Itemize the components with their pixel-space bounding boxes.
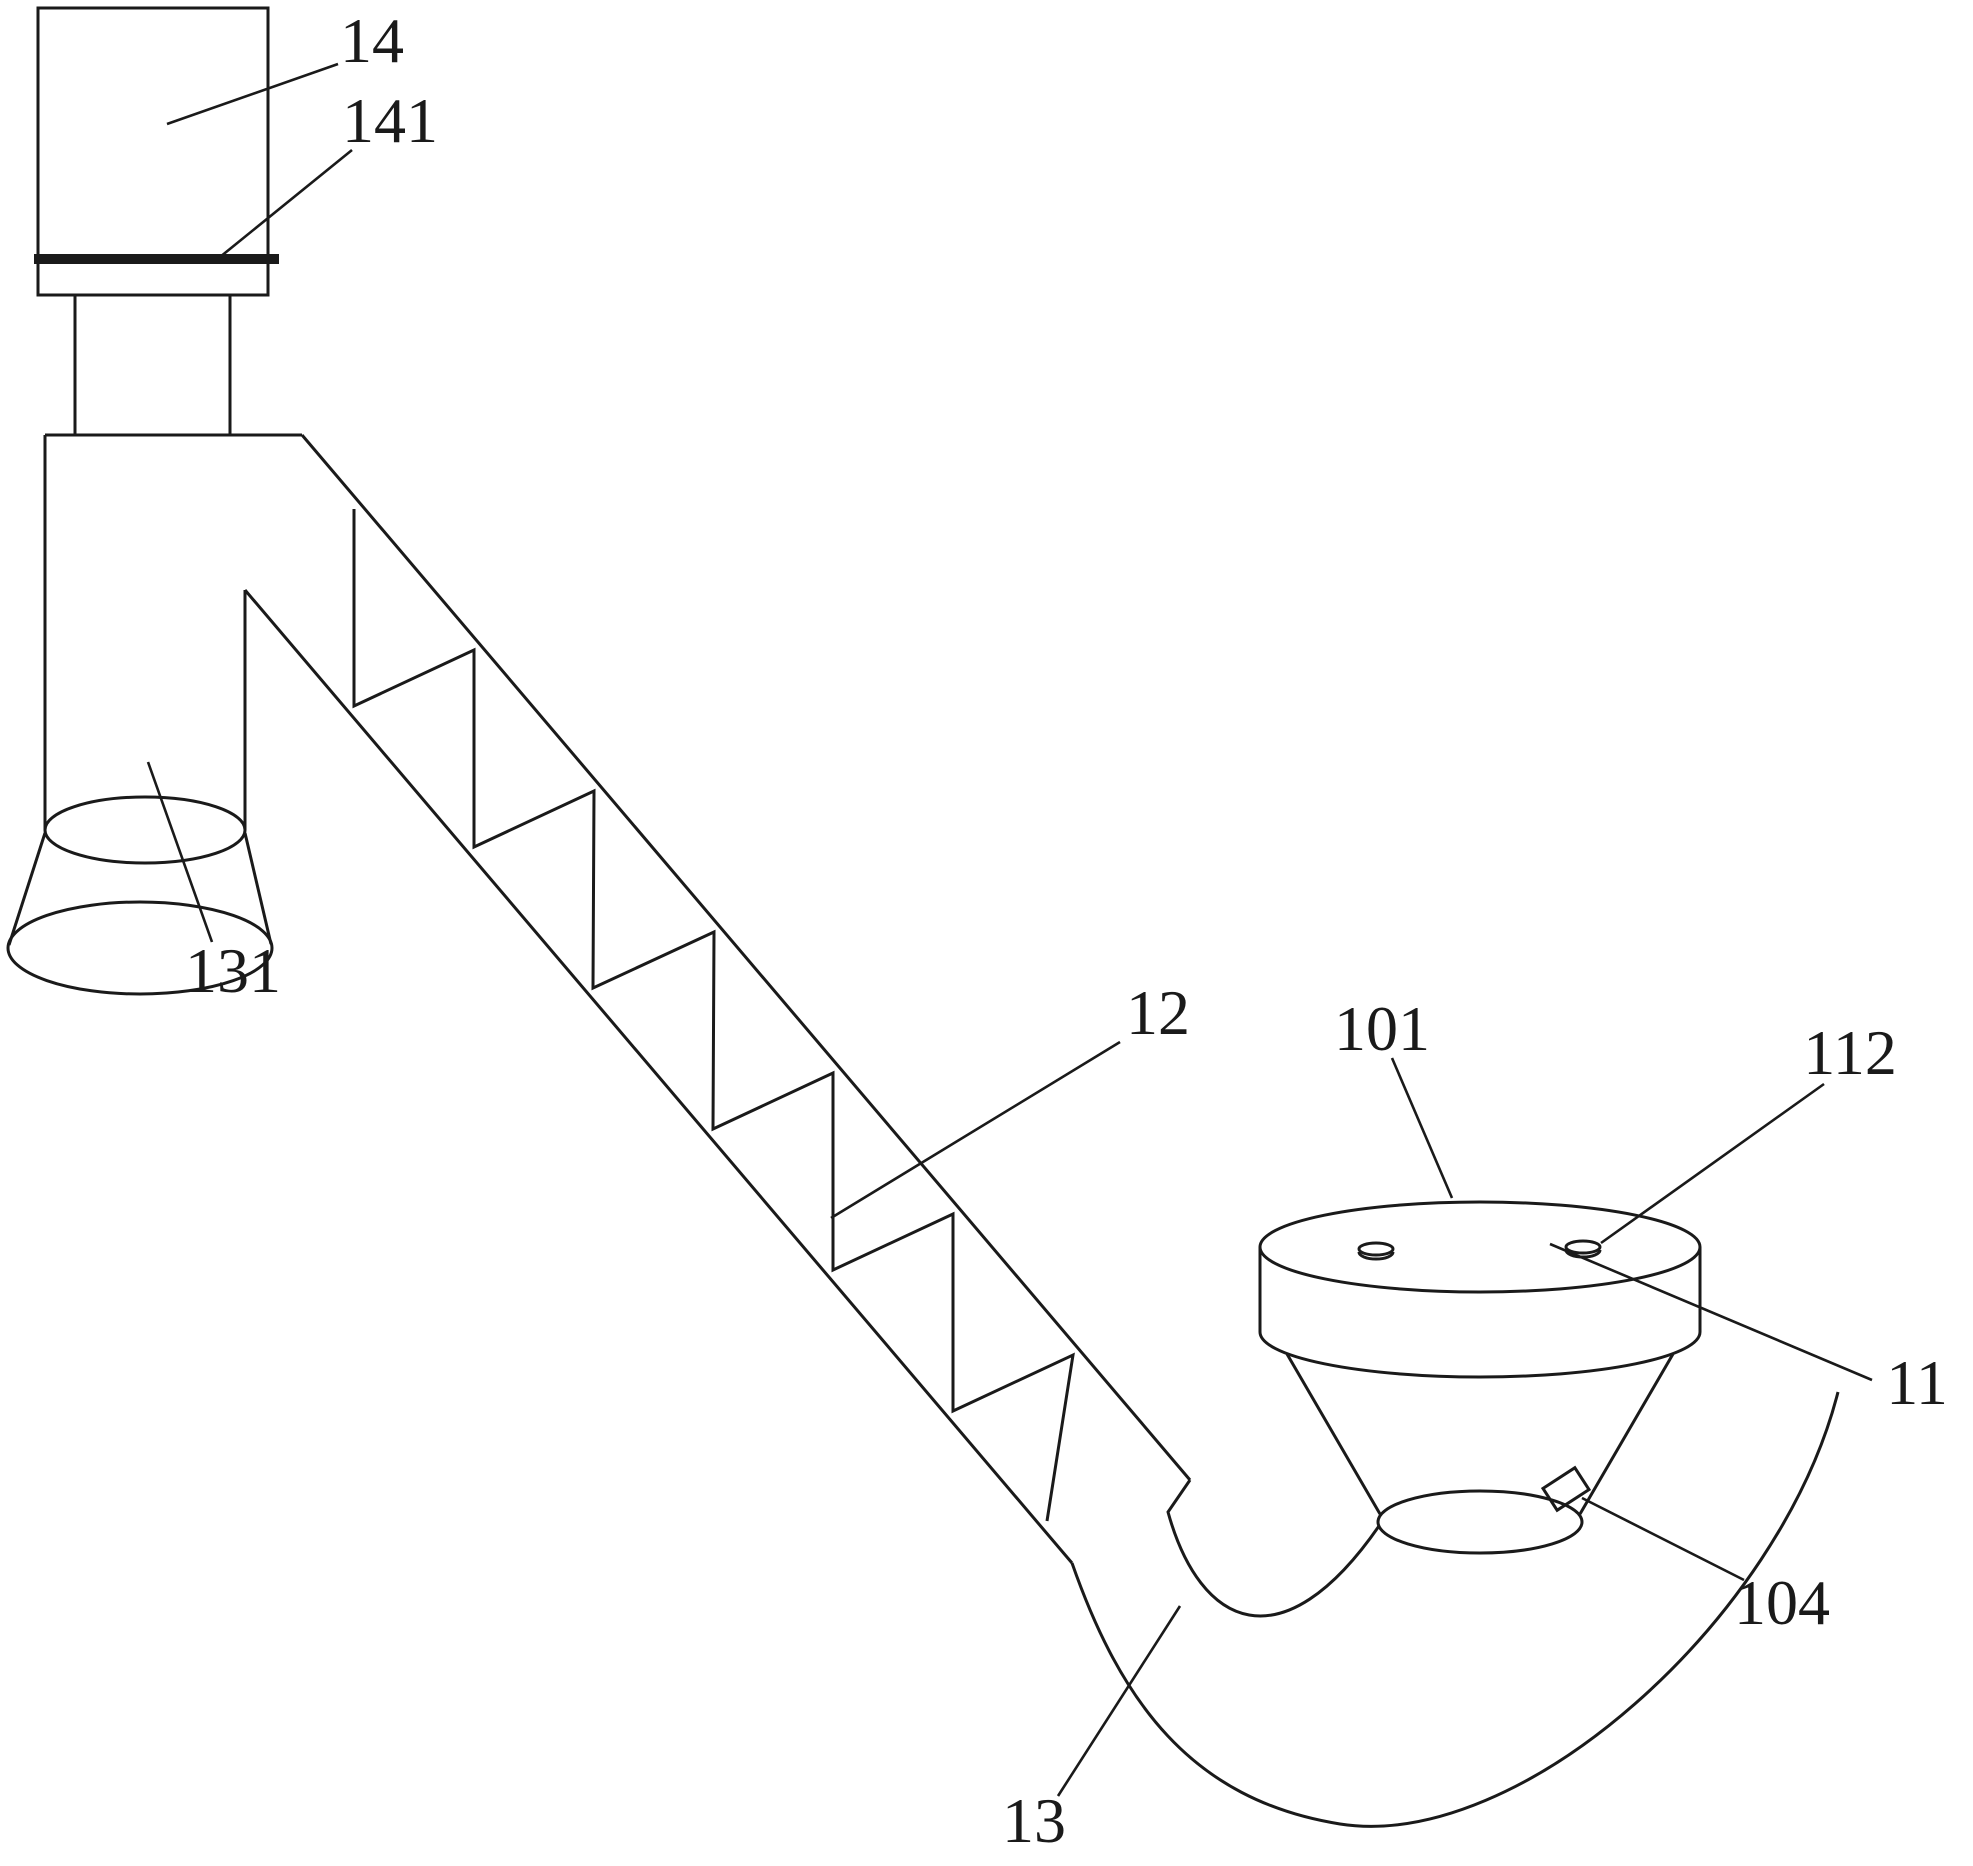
part-label-101: 101 [1334, 993, 1430, 1064]
leader-131 [146, 761, 214, 943]
part-label-13: 13 [1002, 1785, 1066, 1856]
drive-housing-outline [36, 6, 270, 297]
lid-port-left [1357, 1241, 1395, 1257]
reference-numerals: 14 141 131 12 101 112 11 104 13 [185, 5, 1948, 1856]
feed-tube-group [43, 433, 1840, 1828]
lid-bottom-arc [1258, 1331, 1702, 1379]
part-label-104: 104 [1734, 1567, 1830, 1638]
cone-bottom-rim [6, 900, 274, 996]
leader-12 [830, 1040, 1121, 1220]
body-right-wall [1578, 1353, 1675, 1515]
lid-port-right [1564, 1239, 1602, 1255]
u-bend-inner-curve [1166, 1479, 1381, 1618]
leader-11 [1549, 1242, 1873, 1382]
tube-upper-wall [300, 434, 1192, 1481]
container-group [1258, 1200, 1702, 1555]
leader-lines [146, 62, 1873, 1797]
cone-left-side [7, 832, 47, 946]
body-left-wall [1285, 1353, 1382, 1515]
wall-port-square [1540, 1465, 1592, 1513]
leader-112 [1600, 1082, 1825, 1245]
part-label-14: 14 [340, 5, 404, 76]
discharge-cone-group [6, 795, 274, 996]
part-label-11: 11 [1886, 1347, 1948, 1418]
u-bend-outer-curve [1070, 1391, 1840, 1828]
leader-141 [219, 148, 353, 259]
part-label-141: 141 [342, 85, 438, 156]
part-label-131: 131 [185, 935, 281, 1006]
body-bottom-rim [1376, 1489, 1584, 1555]
drive-block-group [34, 6, 279, 435]
leader-104 [1581, 1496, 1745, 1582]
tube-lower-wall [243, 589, 1074, 1564]
part-label-12: 12 [1126, 977, 1190, 1048]
cone-right-side [243, 832, 273, 945]
lid-port-left-thickness [1357, 1251, 1395, 1261]
cone-top-rim [43, 795, 247, 865]
part-label-112: 112 [1803, 1017, 1897, 1088]
leader-13 [1056, 1605, 1182, 1797]
spring-zigzag [352, 509, 1075, 1522]
leader-14 [166, 62, 339, 126]
leader-101 [1390, 1057, 1454, 1199]
